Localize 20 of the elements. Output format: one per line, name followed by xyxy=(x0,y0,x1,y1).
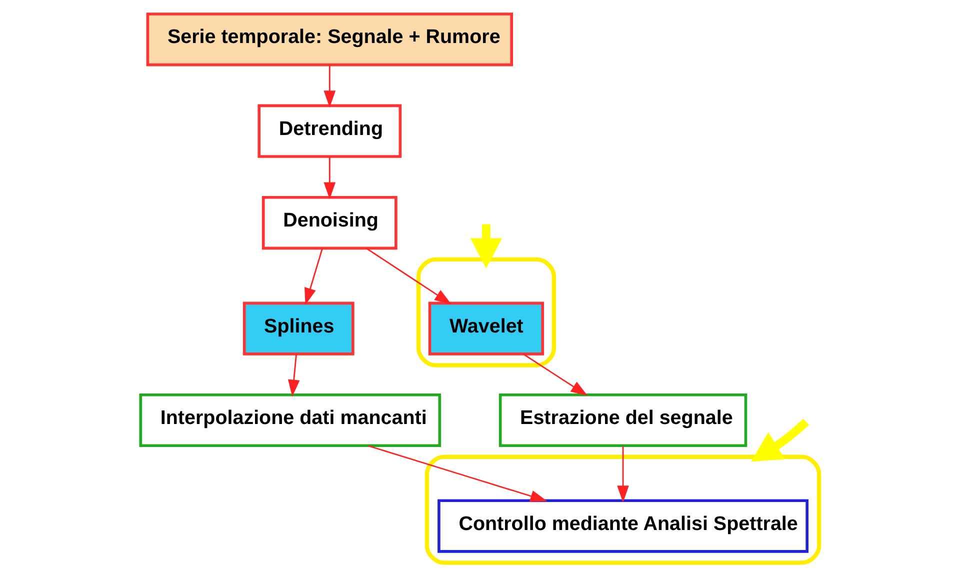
arrow xyxy=(750,418,810,462)
node-box: Interpolazione dati mancanti xyxy=(139,393,442,448)
cluster xyxy=(424,454,822,565)
arrow xyxy=(368,444,548,502)
node-box: Wavelet xyxy=(428,302,544,356)
arrow xyxy=(304,248,323,305)
node-box: Controllo mediante Analisi Spettrale xyxy=(438,499,808,553)
arrow xyxy=(617,446,629,503)
arrow xyxy=(324,156,336,200)
arrow xyxy=(470,224,502,269)
arrow xyxy=(288,354,300,397)
node-box: Splines xyxy=(242,302,354,356)
arrow xyxy=(366,248,452,304)
arrow xyxy=(324,65,336,108)
node-box: Estrazione del segnale xyxy=(498,393,748,448)
node-box: Serie temporale: Segnale + Rumore xyxy=(146,12,513,66)
node-box: Denoising xyxy=(262,196,398,250)
node-box: Detrending xyxy=(258,104,402,158)
cluster xyxy=(416,257,556,368)
arrow xyxy=(522,353,588,396)
